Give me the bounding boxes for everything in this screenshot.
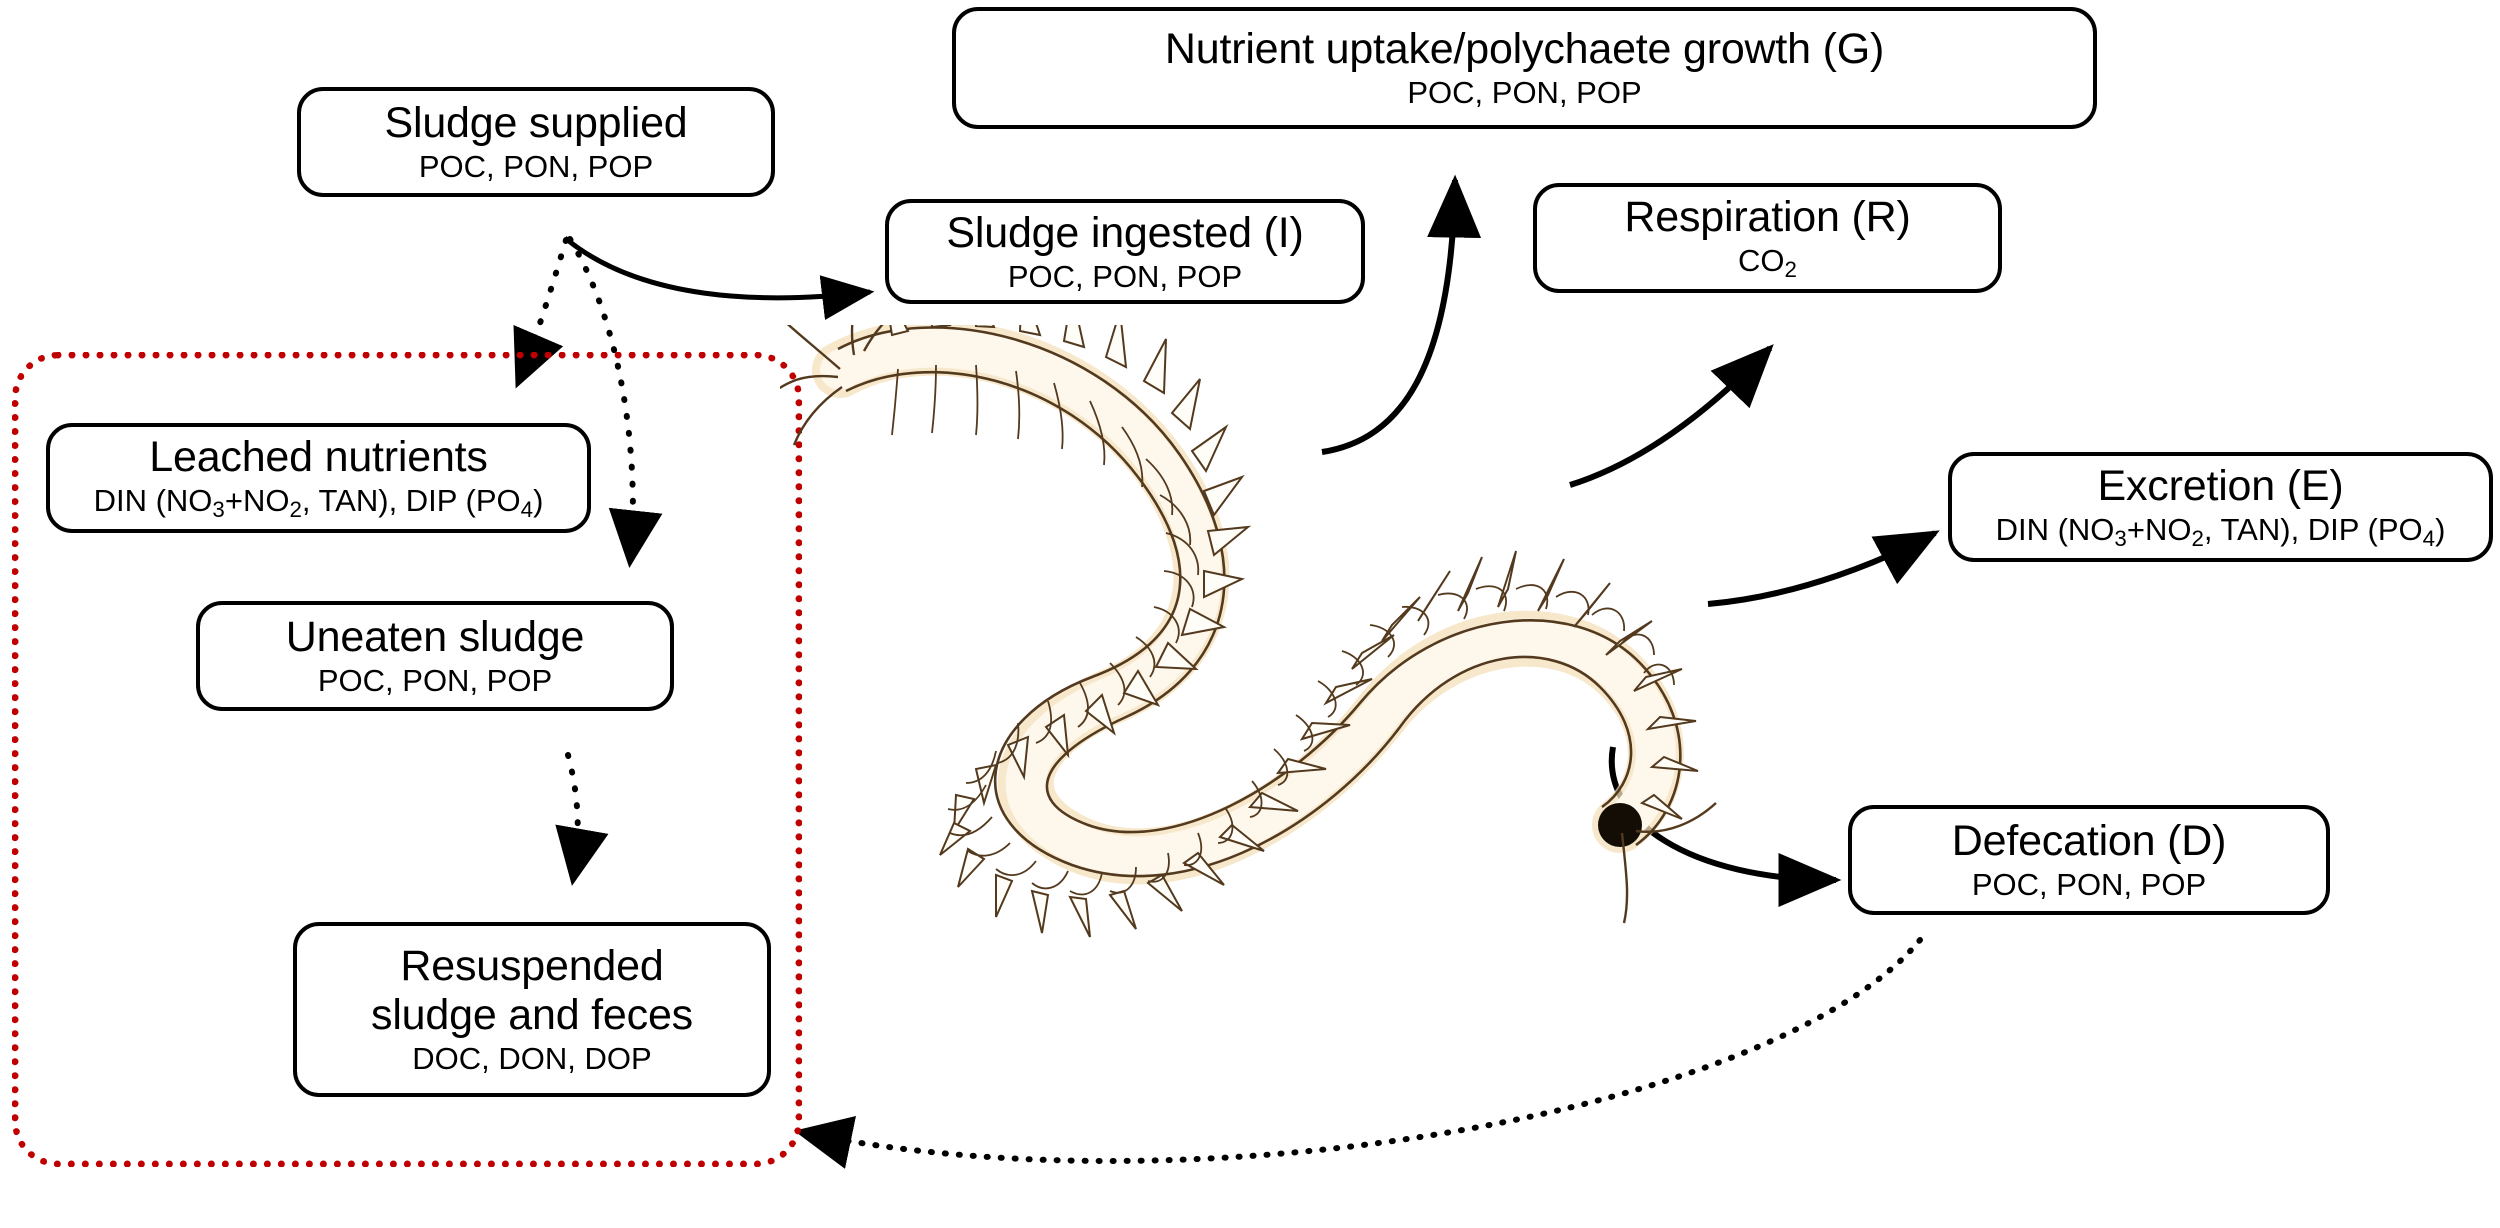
excretion-no3-subscript: 3: [2114, 526, 2127, 552]
box-nutrient-uptake[interactable]: Nutrient uptake/polychaete growth (G) PO…: [952, 7, 2097, 129]
box-defecation[interactable]: Defecation (D) POC, PON, POP: [1848, 805, 2330, 915]
excretion-close-paren: ): [2435, 512, 2446, 548]
box-excretion[interactable]: Excretion (E) DIN (NO3+NO2, TAN), DIP (P…: [1948, 452, 2493, 562]
leached-po4-subscript: 4: [520, 497, 534, 523]
box-sludge-ingested-subtitle: POC, PON, POP: [1007, 258, 1243, 294]
box-resuspended-title-line1: Resuspended: [400, 942, 664, 991]
box-uneaten-sludge-title: Uneaten sludge: [285, 613, 585, 662]
arrow-sludge-supplied-to-ingested: [563, 236, 875, 320]
containment-zone-boundary: [12, 352, 802, 1167]
box-nutrient-uptake-title: Nutrient uptake/polychaete growth (G): [1164, 25, 1885, 74]
box-defecation-subtitle: POC, PON, POP: [1971, 867, 2207, 903]
box-resuspended-title-line2: sludge and feces: [371, 990, 693, 1039]
excretion-no2-prefix: +NO: [2126, 512, 2192, 548]
leached-no2-subscript: 2: [289, 497, 302, 523]
leached-close-paren: ): [533, 483, 544, 519]
leached-no3-subscript: 3: [212, 497, 225, 523]
box-respiration-subtitle: CO2: [1738, 243, 1797, 283]
co2-subscript: 2: [1784, 257, 1797, 283]
box-uneaten-sludge[interactable]: Uneaten sludge POC, PON, POP: [196, 601, 674, 711]
box-sludge-supplied-subtitle: POC, PON, POP: [418, 149, 654, 185]
arrow-defecation-to-containment: [794, 937, 1923, 1169]
box-leached-nutrients[interactable]: Leached nutrients DIN (NO3+NO2, TAN), DI…: [46, 423, 591, 533]
box-leached-nutrients-title: Leached nutrients: [149, 433, 488, 482]
box-respiration-title: Respiration (R): [1624, 193, 1911, 242]
box-defecation-title: Defecation (D): [1951, 817, 2227, 866]
box-excretion-subtitle: DIN (NO3+NO2, TAN), DIP (PO4): [1995, 512, 2446, 552]
box-excretion-title: Excretion (E): [2097, 462, 2344, 511]
box-sludge-supplied-title: Sludge supplied: [384, 99, 688, 148]
worm-anus-marker: [1598, 803, 1642, 847]
excretion-po4-subscript: 4: [2422, 526, 2436, 552]
box-uneaten-sludge-subtitle: POC, PON, POP: [317, 663, 553, 699]
box-sludge-ingested-title: Sludge ingested (I): [946, 208, 1304, 257]
box-resuspended-subtitle: DOC, DON, DOP: [412, 1040, 652, 1076]
box-resuspended-sludge-and-feces[interactable]: Resuspended sludge and feces DOC, DON, D…: [293, 922, 771, 1097]
box-respiration[interactable]: Respiration (R) CO2: [1533, 183, 2002, 293]
excretion-din-prefix: DIN (NO: [1995, 512, 2115, 548]
excretion-dip-prefix: , TAN), DIP (PO: [2203, 512, 2423, 548]
leached-din-prefix: DIN (NO: [93, 483, 213, 519]
box-sludge-ingested[interactable]: Sludge ingested (I) POC, PON, POP: [885, 199, 1365, 304]
leached-dip-prefix: , TAN), DIP (PO: [301, 483, 521, 519]
co2-prefix: CO: [1738, 243, 1785, 279]
leached-no2-prefix: +NO: [224, 483, 290, 519]
box-leached-nutrients-subtitle: DIN (NO3+NO2, TAN), DIP (PO4): [93, 483, 544, 523]
polychaete-worm-illustration: [780, 325, 1717, 938]
excretion-no2-subscript: 2: [2191, 526, 2204, 552]
box-sludge-supplied[interactable]: Sludge supplied POC, PON, POP: [297, 87, 775, 197]
box-nutrient-uptake-subtitle: POC, PON, POP: [1407, 75, 1642, 111]
